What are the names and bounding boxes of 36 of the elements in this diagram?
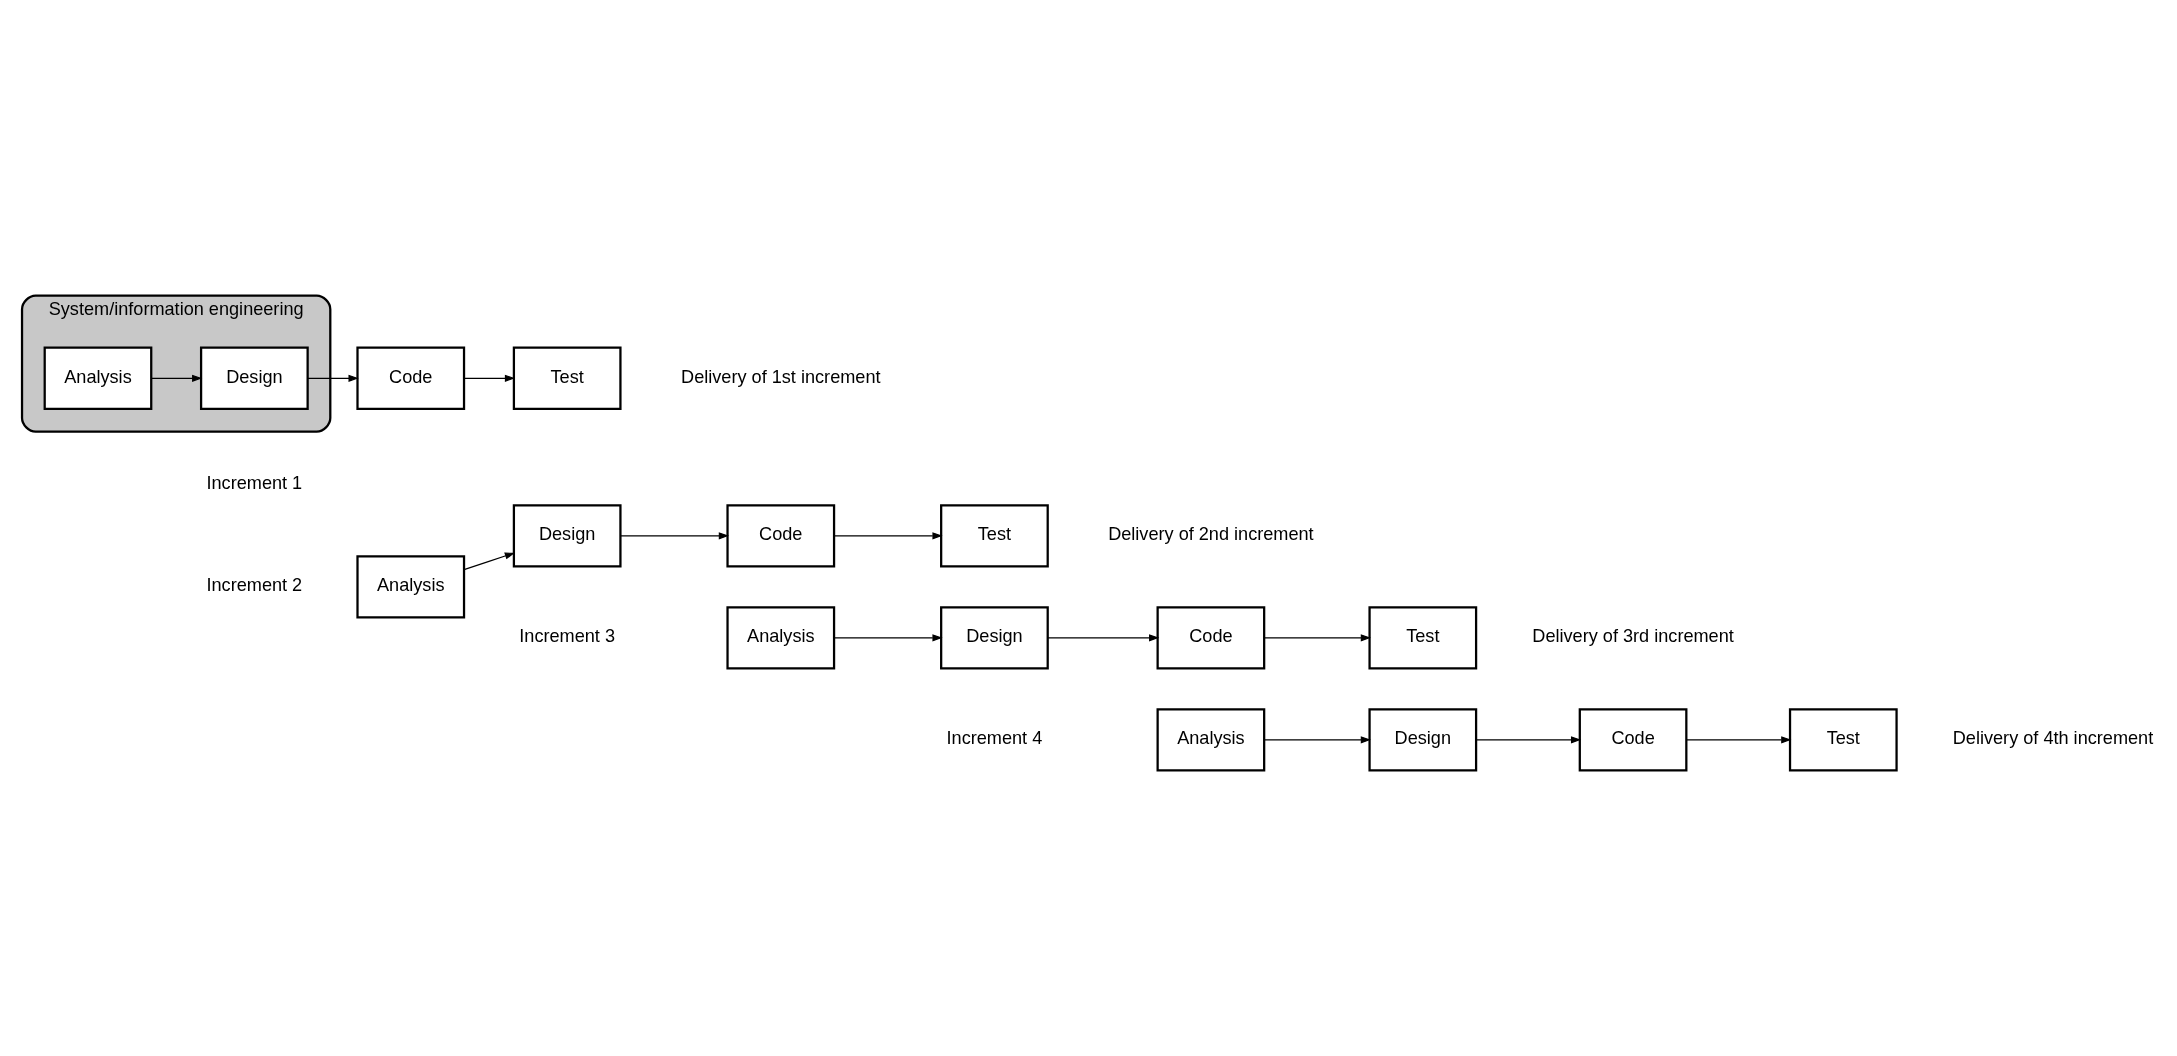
node-box: Test — [1368, 605, 1478, 670]
arrow — [463, 374, 516, 382]
node-box: Test — [940, 503, 1049, 568]
arrow — [1475, 735, 1582, 743]
label: Delivery of 3rd increment — [1532, 625, 1734, 646]
node-box: Analysis — [726, 605, 836, 670]
node-box: Design — [199, 346, 309, 410]
arrow — [833, 531, 943, 539]
label: Delivery of 2nd increment — [1108, 523, 1314, 544]
node-box: Design — [940, 605, 1049, 670]
node-box: Test — [512, 346, 622, 410]
node-box: Code — [356, 346, 466, 410]
node-box: Design — [1368, 707, 1478, 772]
label: Increment 2 — [206, 574, 303, 595]
arrow — [307, 374, 359, 382]
node-box: Code — [1578, 707, 1688, 772]
label: Delivery of 1st increment — [681, 366, 881, 387]
label: Increment 4 — [946, 727, 1043, 748]
arrow — [1263, 735, 1371, 743]
arrow — [1047, 633, 1160, 641]
arrow — [620, 531, 729, 539]
arrow — [150, 374, 203, 382]
label: Increment 3 — [519, 625, 616, 646]
arrow — [463, 552, 515, 570]
node-box: Analysis — [356, 554, 466, 619]
arrow — [1263, 633, 1371, 641]
label: Delivery of 4th increment — [1952, 727, 2154, 748]
arrow — [1686, 735, 1792, 743]
node-box: Analysis — [1156, 707, 1266, 772]
label: Increment 1 — [206, 472, 303, 493]
arrow — [833, 633, 943, 641]
node-box: Analysis — [43, 346, 153, 410]
node-box: Code — [726, 503, 836, 568]
node-box: Design — [512, 503, 622, 568]
node-box: Code — [1156, 605, 1266, 670]
node-box: Test — [1788, 707, 1898, 772]
